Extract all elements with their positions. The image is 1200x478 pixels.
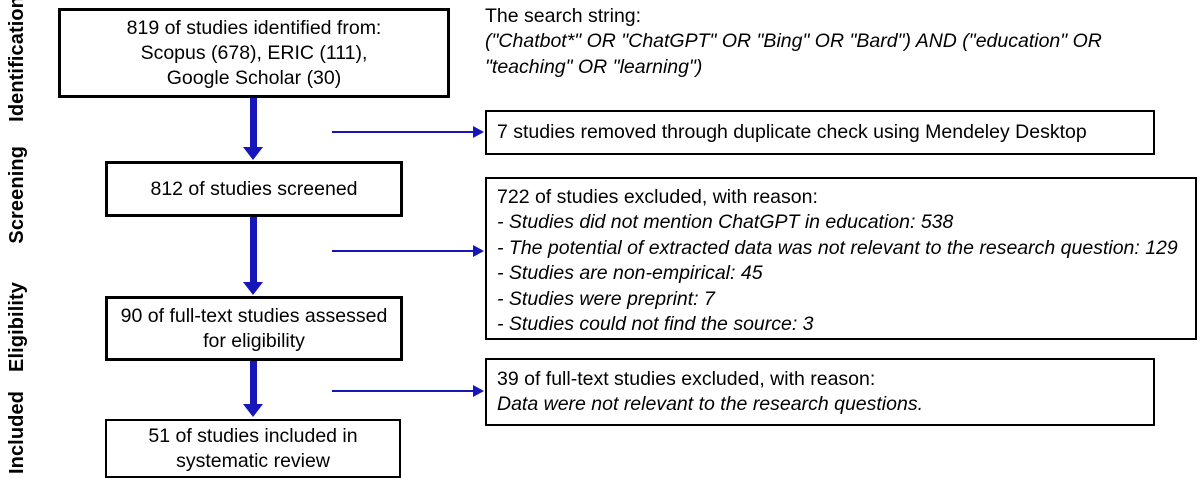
arrowhead-screened-to-fulltext bbox=[243, 282, 263, 295]
arrowhead-to-screening-excluded bbox=[473, 245, 484, 257]
box-duplicates-removed: 7 studies removed through duplicate chec… bbox=[485, 110, 1155, 155]
box-fulltext-assessed: 90 of full-text studies assessed for eli… bbox=[105, 296, 403, 361]
box-screening-excluded: 722 of studies excluded, with reason: - … bbox=[485, 177, 1197, 340]
box-studies-screened: 812 of studies screened bbox=[105, 161, 403, 217]
stage-label-identification-text: Identification bbox=[5, 0, 28, 122]
connector-screened-to-fulltext bbox=[250, 217, 257, 283]
stage-label-included: Included bbox=[0, 388, 34, 478]
box-fulltext-assessed-line-2: for eligibility bbox=[203, 329, 305, 352]
box-screening-excluded-reason-4: - Studies were preprint: 7 bbox=[497, 287, 715, 310]
box-screening-excluded-reason-3: - Studies are non-empirical: 45 bbox=[497, 262, 763, 284]
stage-label-eligibility-text: Eligibility bbox=[5, 282, 28, 372]
box-studies-identified-line-3: Google Scholar (30) bbox=[166, 66, 342, 89]
connector-identified-to-screened bbox=[250, 98, 257, 149]
box-screening-excluded-reason-5: - Studies could not find the source: 3 bbox=[497, 313, 814, 335]
box-studies-identified: 819 of studies identified from: Scopus (… bbox=[58, 8, 450, 98]
connector-fulltext-to-included bbox=[250, 361, 257, 405]
box-eligibility-excluded: 39 of full-text studies excluded, with r… bbox=[485, 358, 1155, 426]
box-studies-included: 51 of studies included in systematic rev… bbox=[105, 419, 401, 478]
connector-to-duplicates-removed bbox=[332, 131, 474, 133]
stage-label-eligibility: Eligibility bbox=[0, 268, 34, 386]
stage-label-screening-text: Screening bbox=[5, 146, 28, 244]
arrowhead-identified-to-screened bbox=[243, 147, 263, 160]
box-studies-identified-line-2: Scopus (678), ERIC (111), bbox=[140, 41, 368, 64]
box-studies-included-line-1: 51 of studies included in bbox=[148, 424, 358, 447]
connector-to-screening-excluded bbox=[332, 250, 474, 252]
stage-label-identification: Identification bbox=[0, 0, 34, 122]
arrowhead-to-eligibility-excluded bbox=[473, 385, 484, 397]
box-fulltext-assessed-line-1: 90 of full-text studies assessed bbox=[120, 304, 388, 327]
connector-to-eligibility-excluded bbox=[332, 390, 474, 392]
search-string-heading: The search string: bbox=[485, 5, 642, 27]
box-studies-identified-line-1: 819 of studies identified from: bbox=[126, 16, 382, 39]
stage-label-screening: Screening bbox=[0, 126, 34, 264]
box-studies-included-line-2: systematic review bbox=[176, 449, 330, 472]
box-screening-excluded-reason-2: - The potential of extracted data was no… bbox=[497, 236, 1178, 259]
box-studies-screened-line-1: 812 of studies screened bbox=[150, 177, 358, 200]
search-string-line-2: "teaching" OR "learning") bbox=[485, 55, 703, 78]
box-duplicates-removed-line-1: 7 studies removed through duplicate chec… bbox=[497, 121, 1087, 143]
stage-label-included-text: Included bbox=[5, 391, 28, 475]
arrowhead-fulltext-to-included bbox=[243, 404, 263, 417]
arrowhead-to-duplicates-removed bbox=[473, 126, 484, 138]
search-string-block: The search string: ("Chatbot*" OR "ChatG… bbox=[485, 4, 1185, 80]
search-string-line-1: ("Chatbot*" OR "ChatGPT" OR "Bing" OR "B… bbox=[485, 30, 1102, 52]
box-eligibility-excluded-heading: 39 of full-text studies excluded, with r… bbox=[497, 367, 876, 390]
box-screening-excluded-heading: 722 of studies excluded, with reason: bbox=[497, 186, 818, 208]
box-screening-excluded-reason-1: - Studies did not mention ChatGPT in edu… bbox=[497, 211, 954, 233]
box-eligibility-excluded-reason: Data were not relevant to the research q… bbox=[497, 392, 923, 415]
